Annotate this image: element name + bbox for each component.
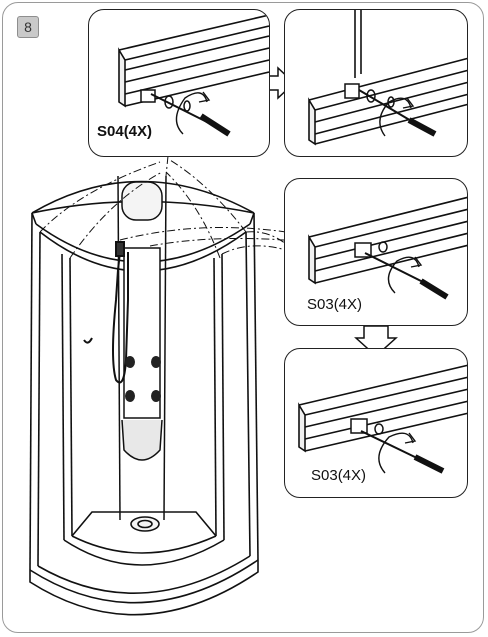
shower-hose (112, 241, 129, 384)
page-frame (2, 2, 484, 633)
rotation-arrow-icon (175, 91, 211, 135)
callout-mid-right: S03(4X) (284, 178, 468, 326)
rail-detail-drawing (298, 364, 467, 474)
step-number-badge: 8 (17, 16, 39, 38)
body-jets (125, 356, 161, 402)
washer (374, 423, 384, 435)
callout-bottom-right: S03(4X) (284, 348, 468, 498)
step-number: 8 (24, 19, 32, 35)
rotation-arrow-icon (378, 432, 417, 474)
washer (378, 241, 388, 253)
glass-hook (83, 337, 93, 344)
callout-top-right (284, 9, 468, 157)
rail-detail-drawing (118, 14, 269, 137)
screw-label-s04: S04(4X) (97, 123, 153, 140)
rail-bracket (344, 83, 360, 99)
shower-tray (29, 511, 259, 616)
shower-back-panel (117, 175, 167, 521)
rotation-arrow-icon (387, 256, 423, 294)
rotation-arrow-icon (379, 97, 415, 137)
screwdriver-icon (358, 89, 437, 137)
leader-lines (39, 155, 287, 259)
flow-arrow-down-icon (354, 325, 398, 358)
screwdriver-icon (360, 430, 445, 474)
screw-label-s03: S03(4X) (311, 467, 367, 484)
rail-detail-drawing (308, 196, 467, 300)
rail-detail-drawing (308, 10, 467, 146)
shower-frame-posts (29, 212, 259, 571)
rail-bracket (350, 418, 368, 434)
callout-top-left: S04(4X) (88, 9, 270, 157)
screwdriver-icon (150, 93, 231, 137)
washer (366, 89, 395, 108)
screw-label-s03: S03(4X) (307, 296, 363, 313)
screwdriver-icon (364, 252, 449, 300)
